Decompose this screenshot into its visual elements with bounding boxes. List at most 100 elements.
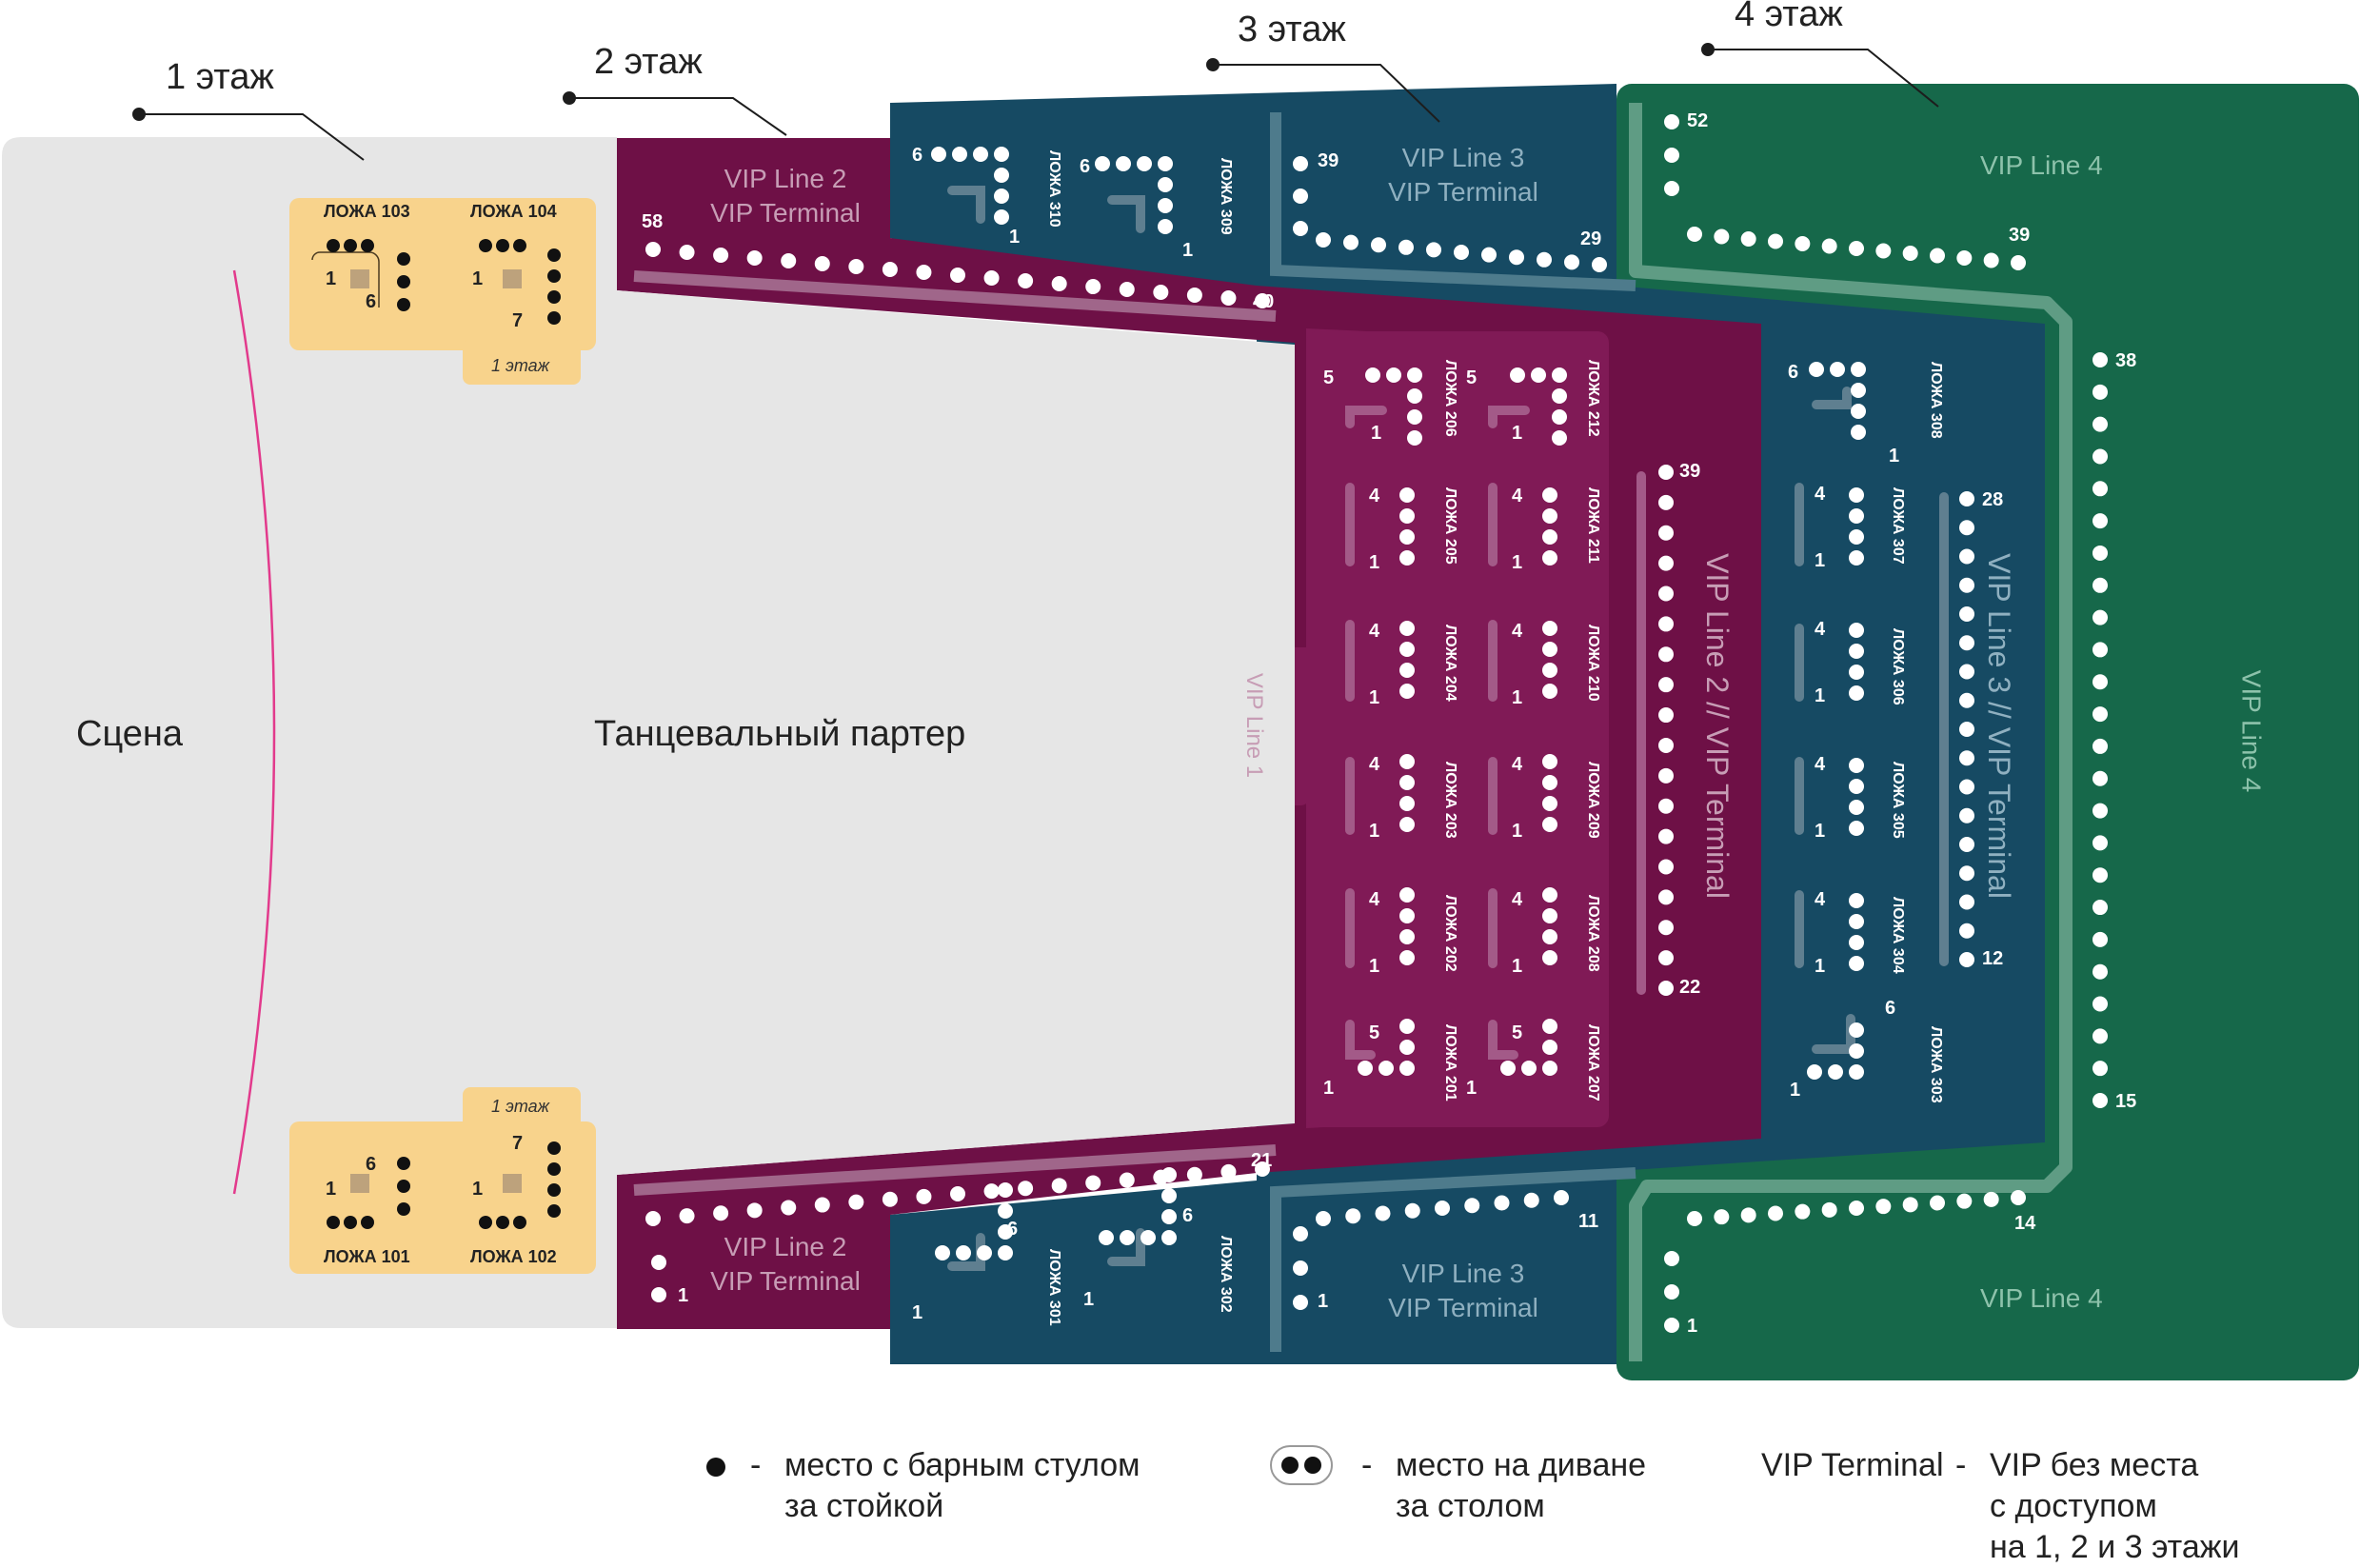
box-seat[interactable] <box>1120 1230 1135 1245</box>
box-seat[interactable] <box>547 1183 561 1197</box>
vip-line-4-seat[interactable] <box>2092 577 2108 593</box>
box-label[interactable]: ЛОЖА 201 <box>1442 1024 1458 1102</box>
box-seat[interactable] <box>1521 1061 1537 1076</box>
vip-line-2-seat[interactable] <box>882 262 898 277</box>
box-seat[interactable] <box>1542 550 1557 566</box>
vip-line-2-terminal-side-label[interactable]: VIP Line 2 // VIP Terminal <box>1699 553 1735 899</box>
vip-line-4-seat[interactable] <box>1664 1318 1679 1333</box>
vip-line-2-terminal-seat[interactable] <box>1658 555 1674 571</box>
vip-line-2-seat[interactable] <box>746 250 763 266</box>
box-seat[interactable] <box>397 1180 410 1193</box>
vip-line-4-seat[interactable] <box>1849 241 1864 256</box>
box-seat[interactable] <box>1849 1043 1864 1059</box>
vip-line-3-seat[interactable] <box>1959 750 1974 766</box>
vip-line-2-seat[interactable] <box>1018 273 1034 288</box>
vip-line-3-seat[interactable] <box>1509 249 1524 266</box>
box-seat[interactable] <box>1542 1019 1557 1034</box>
box-seat[interactable] <box>1851 383 1866 398</box>
vip-line-4-seat[interactable] <box>2011 1190 2026 1205</box>
box-seat[interactable] <box>1399 487 1415 503</box>
box-seat[interactable] <box>1161 1167 1177 1182</box>
vip-line-2-seat[interactable] <box>1186 288 1202 303</box>
box-seat[interactable] <box>1542 754 1557 769</box>
vip-line-4-seat[interactable] <box>1664 1284 1679 1300</box>
vip-line-3-seat[interactable] <box>1398 239 1414 255</box>
box-seat[interactable] <box>1542 642 1557 657</box>
vip-line-2-terminal-seat[interactable] <box>1658 767 1674 784</box>
vip-line-2-seat[interactable] <box>645 1211 661 1226</box>
vip-line-4-seat[interactable] <box>2092 416 2108 432</box>
vip-line-2-seat[interactable] <box>1255 293 1270 308</box>
vip-line-2-seat[interactable] <box>781 253 797 268</box>
box-label[interactable]: ЛОЖА 305 <box>1890 762 1906 839</box>
box-seat[interactable] <box>998 1245 1013 1260</box>
box-seat[interactable] <box>1161 1230 1177 1245</box>
vip-line-4-seat[interactable] <box>2092 1061 2108 1077</box>
box-seat[interactable] <box>1510 367 1525 383</box>
vip-line-3-seat[interactable] <box>1959 837 1974 852</box>
vip-line-2-seat[interactable] <box>1051 276 1067 291</box>
vip-line-2-seat[interactable] <box>1153 285 1169 300</box>
vip-line-4-seat[interactable] <box>2092 609 2108 625</box>
vip-line-3-seat[interactable] <box>1464 1198 1480 1214</box>
box-seat[interactable] <box>1399 529 1415 545</box>
box-seat[interactable] <box>513 239 526 252</box>
vip-line-4-seat[interactable] <box>2092 513 2108 529</box>
vip-line-3-seat[interactable] <box>1564 254 1579 270</box>
vip-line-3-seat[interactable] <box>1959 952 1974 967</box>
box-seat[interactable] <box>1399 796 1415 811</box>
vip-line-3-seat[interactable] <box>1523 1192 1539 1208</box>
vip-line-2-terminal-seat[interactable] <box>1658 950 1674 966</box>
vip-line-3-terminal-side-label[interactable]: VIP Line 3 // VIP Terminal <box>1981 553 2016 899</box>
box-label[interactable]: ЛОЖА 202 <box>1442 895 1458 972</box>
box-seat[interactable] <box>977 1245 992 1260</box>
box-seat[interactable] <box>1542 796 1557 811</box>
box-label[interactable]: ЛОЖА 206 <box>1442 360 1458 437</box>
box-label[interactable]: ЛОЖА 207 <box>1585 1024 1601 1102</box>
box-label[interactable]: ЛОЖА 203 <box>1442 762 1458 839</box>
vip-line-2-seat[interactable] <box>1119 1172 1135 1188</box>
box-seat[interactable] <box>397 298 410 311</box>
vip-line-4-seat[interactable] <box>2092 1028 2108 1044</box>
vip-line-4-seat[interactable] <box>1768 233 1783 249</box>
box-seat[interactable] <box>327 239 340 252</box>
vip-line-3-seat[interactable] <box>1959 491 1974 506</box>
box-seat[interactable] <box>479 1216 492 1229</box>
box-seat[interactable] <box>327 1216 340 1229</box>
vip-line-2-seat[interactable] <box>651 1287 666 1302</box>
box-seat[interactable] <box>1849 779 1864 794</box>
vip-line-4-seat[interactable] <box>2092 352 2108 367</box>
vip-line-2-seat[interactable] <box>746 1202 763 1219</box>
vip-line-4-seat[interactable] <box>1687 1211 1702 1226</box>
box-seat[interactable] <box>479 239 492 252</box>
box-seat[interactable] <box>1378 1061 1394 1076</box>
vip-line-4-seat[interactable] <box>2092 996 2108 1012</box>
box-seat[interactable] <box>1542 487 1557 503</box>
vip-line-4-seat[interactable] <box>2092 963 2108 980</box>
box-seat[interactable] <box>1542 817 1557 832</box>
box-seat[interactable] <box>1542 1040 1557 1055</box>
box-seat[interactable] <box>1116 156 1131 171</box>
box-label[interactable]: ЛОЖА 304 <box>1890 897 1906 974</box>
vip-line-2-terminal-seat[interactable] <box>1658 525 1674 541</box>
box-seat[interactable] <box>1542 684 1557 699</box>
box-seat[interactable] <box>496 1216 509 1229</box>
box-seat[interactable] <box>994 147 1009 162</box>
vip-line-3-seat[interactable] <box>1293 1295 1308 1310</box>
box-seat[interactable] <box>1158 219 1173 234</box>
box-seat[interactable] <box>1407 388 1422 404</box>
box-seat[interactable] <box>1358 1061 1373 1076</box>
box-seat[interactable] <box>935 1245 950 1260</box>
vip-line-3-seat[interactable] <box>1959 548 1974 565</box>
vip-line-2-seat[interactable] <box>1085 1175 1101 1191</box>
vip-line-4-seat[interactable] <box>1983 252 1999 268</box>
vip-line-2-seat[interactable] <box>651 1255 666 1270</box>
vip-line-3-seat[interactable] <box>1316 232 1331 248</box>
box-seat[interactable] <box>1849 508 1864 524</box>
vip-line-4-seat[interactable] <box>2092 706 2108 723</box>
vip-line-3-seat[interactable] <box>1293 156 1308 171</box>
box-102-label[interactable]: ЛОЖА 102 <box>470 1247 557 1266</box>
vip-line-3-seat[interactable] <box>1592 257 1607 272</box>
vip-line-3-seat[interactable] <box>1435 1201 1450 1216</box>
